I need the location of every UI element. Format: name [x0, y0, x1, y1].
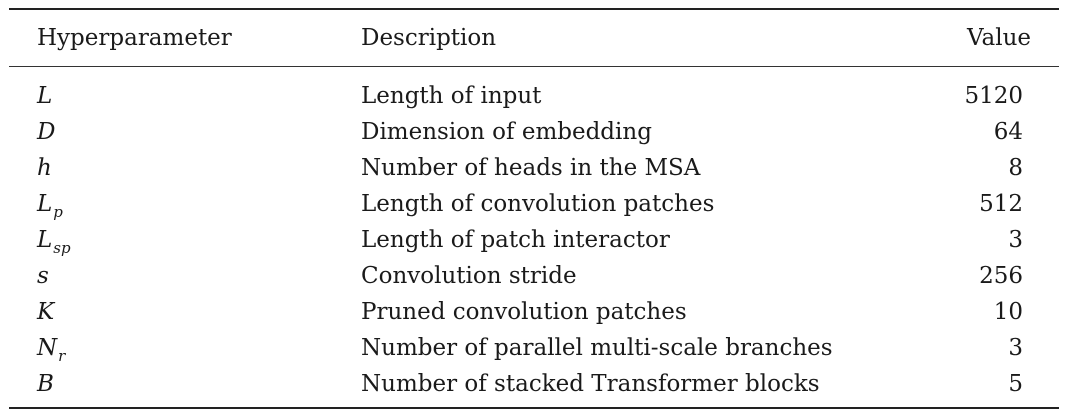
- param-value: 10: [993, 299, 1023, 325]
- param-value: 3: [1008, 335, 1023, 361]
- bottom-rule: [9, 407, 1059, 409]
- param-description: Number of stacked Transformer blocks: [361, 371, 820, 397]
- param-symbol: Lp: [37, 191, 63, 221]
- table-row: B Number of stacked Transformer blocks 5: [9, 366, 1059, 402]
- param-value: 512: [979, 191, 1023, 217]
- param-symbol: Nr: [37, 335, 66, 365]
- param-description: Pruned convolution patches: [361, 299, 687, 325]
- param-description: Length of patch interactor: [361, 227, 670, 253]
- param-symbol: K: [37, 299, 55, 325]
- header-value: Value: [967, 25, 1031, 51]
- header-description: Description: [361, 25, 497, 51]
- param-value: 8: [1008, 155, 1023, 181]
- param-value: 5120: [964, 83, 1023, 109]
- param-symbol: h: [37, 155, 52, 181]
- table-body: L Length of input 5120 D Dimension of em…: [9, 67, 1059, 407]
- table-row: h Number of heads in the MSA 8: [9, 150, 1059, 186]
- param-value: 3: [1008, 227, 1023, 253]
- param-description: Number of parallel multi-scale branches: [361, 335, 833, 361]
- param-symbol: Lsp: [37, 227, 71, 257]
- param-value: 64: [993, 119, 1023, 145]
- param-symbol: L: [37, 83, 53, 109]
- param-description: Dimension of embedding: [361, 119, 652, 145]
- param-description: Length of input: [361, 83, 542, 109]
- table-row: Nr Number of parallel multi-scale branch…: [9, 330, 1059, 366]
- hyperparameter-table: Hyperparameter Description Value L Lengt…: [9, 8, 1059, 409]
- table-header-row: Hyperparameter Description Value: [9, 10, 1059, 66]
- table-row: Lp Length of convolution patches 512: [9, 186, 1059, 222]
- header-rule: [9, 66, 1059, 67]
- header-hyperparameter: Hyperparameter: [37, 25, 232, 51]
- table-row: D Dimension of embedding 64: [9, 114, 1059, 150]
- table-row: L Length of input 5120: [9, 78, 1059, 114]
- param-description: Number of heads in the MSA: [361, 155, 701, 181]
- table-row: Lsp Length of patch interactor 3: [9, 222, 1059, 258]
- param-symbol: s: [37, 263, 49, 289]
- param-value: 256: [979, 263, 1023, 289]
- table-row: K Pruned convolution patches 10: [9, 294, 1059, 330]
- param-symbol: B: [37, 371, 54, 397]
- param-description: Length of convolution patches: [361, 191, 715, 217]
- param-symbol: D: [37, 119, 56, 145]
- top-rule: [9, 8, 1059, 10]
- param-description: Convolution stride: [361, 263, 577, 289]
- table-row: s Convolution stride 256: [9, 258, 1059, 294]
- param-value: 5: [1008, 371, 1023, 397]
